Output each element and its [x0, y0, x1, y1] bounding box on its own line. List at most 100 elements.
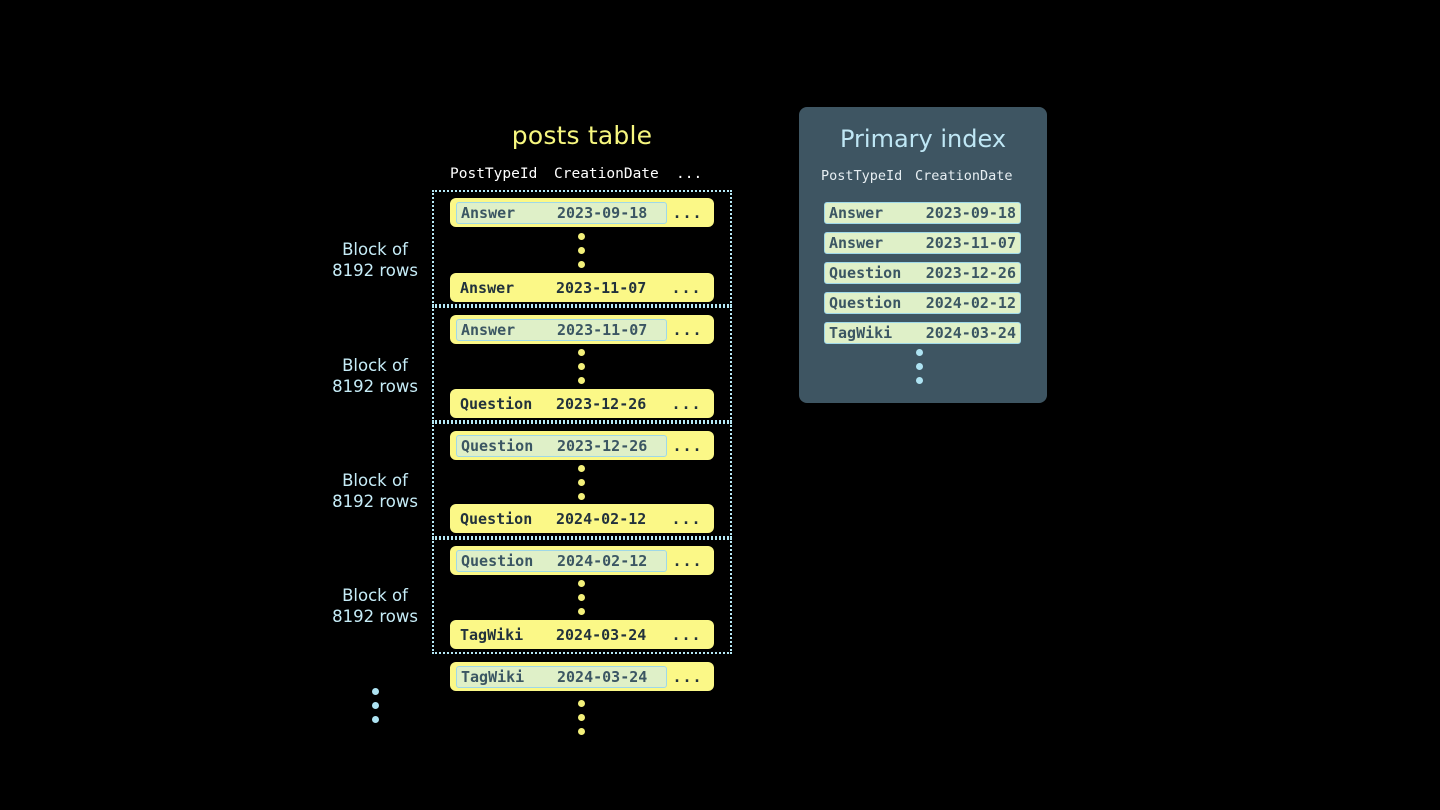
block-label-1: Block of 8192 rows [300, 239, 450, 281]
dot [578, 233, 585, 240]
dot [578, 728, 585, 735]
primary-index-title: Primary index [839, 125, 1007, 153]
dot [578, 594, 585, 601]
cell-more: ... [671, 625, 702, 644]
dot [578, 580, 585, 587]
table-row: Answer 2023-11-07 ... [450, 315, 714, 344]
dot [578, 479, 585, 486]
dot [578, 363, 585, 370]
table-row: Question 2023-12-26 ... [450, 431, 714, 460]
row-cells: Answer 2023-11-07 [456, 318, 667, 341]
row-cells: Answer 2023-09-18 [456, 201, 667, 224]
index-cell-creation-date: 2023-11-07 [925, 234, 1016, 252]
cell-post-type-id: Question [460, 509, 533, 528]
cell-more: ... [672, 436, 703, 455]
cell-creation-date: 2024-03-24 [557, 667, 648, 686]
block-label-line-2: 8192 rows [332, 377, 418, 396]
row-cells: TagWiki 2024-03-24 [456, 624, 665, 646]
dot [372, 702, 379, 709]
cell-more: ... [672, 320, 703, 339]
primary-index-panel: Primary index PostTypeId CreationDate An… [799, 107, 1047, 403]
index-row: TagWiki 2024-03-24 [824, 322, 1021, 344]
row-cells: TagWiki 2024-03-24 [456, 665, 667, 688]
column-header-more: ... [676, 166, 703, 182]
row-cells: Question 2023-12-26 [456, 393, 665, 415]
table-ellipsis-dots [578, 700, 585, 735]
block-label-line-1: Block of [342, 471, 408, 490]
index-column-header-creation-date: CreationDate [915, 168, 1013, 184]
cell-creation-date: 2024-02-12 [556, 509, 647, 528]
index-cell-post-type-id: Answer [829, 234, 884, 252]
block-group-4 [432, 538, 732, 654]
dot [578, 493, 585, 500]
dot [578, 714, 585, 721]
cell-more: ... [672, 203, 703, 222]
dot [916, 363, 923, 370]
dot [916, 349, 923, 356]
block-label-3: Block of 8192 rows [300, 470, 450, 512]
dot [578, 247, 585, 254]
table-row: Question 2023-12-26 ... [450, 389, 714, 418]
cell-more: ... [671, 394, 702, 413]
page-title: posts table [511, 121, 653, 150]
index-cell-creation-date: 2024-03-24 [925, 324, 1016, 342]
table-row: TagWiki 2024-03-24 ... [450, 620, 714, 649]
cell-creation-date: 2023-11-07 [556, 278, 647, 297]
index-cell-creation-date: 2023-12-26 [925, 264, 1016, 282]
row-ellipsis-dots [578, 349, 585, 384]
cell-post-type-id: Answer [460, 278, 515, 297]
cell-post-type-id: Question [461, 551, 534, 570]
row-ellipsis-dots [578, 465, 585, 500]
block-label-2: Block of 8192 rows [300, 355, 450, 397]
block-label-line-1: Block of [342, 240, 408, 259]
block-ellipsis-dots [372, 688, 379, 723]
row-cells: Answer 2023-11-07 [456, 277, 665, 299]
block-label-line-2: 8192 rows [332, 492, 418, 511]
dot [578, 608, 585, 615]
row-ellipsis-dots [578, 580, 585, 615]
cell-more: ... [671, 509, 702, 528]
cell-post-type-id: Answer [461, 203, 516, 222]
block-label-4: Block of 8192 rows [300, 585, 450, 627]
cell-post-type-id: Answer [461, 320, 516, 339]
dot [578, 700, 585, 707]
table-row: TagWiki 2024-03-24 ... [450, 662, 714, 691]
table-row: Answer 2023-11-07 ... [450, 273, 714, 302]
cell-creation-date: 2024-02-12 [557, 551, 648, 570]
row-ellipsis-dots [578, 233, 585, 268]
cell-post-type-id: TagWiki [461, 667, 525, 686]
index-row: Answer 2023-09-18 [824, 202, 1021, 224]
index-cell-post-type-id: TagWiki [829, 324, 893, 342]
cell-creation-date: 2023-12-26 [557, 436, 648, 455]
cell-creation-date: 2024-03-24 [556, 625, 647, 644]
index-cell-post-type-id: Answer [829, 204, 884, 222]
index-row: Question 2024-02-12 [824, 292, 1021, 314]
block-label-line-2: 8192 rows [332, 607, 418, 626]
table-row: Question 2024-02-12 ... [450, 546, 714, 575]
column-header-creation-date: CreationDate [554, 166, 659, 182]
dot [578, 261, 585, 268]
cell-more: ... [672, 667, 703, 686]
dot [372, 688, 379, 695]
cell-creation-date: 2023-12-26 [556, 394, 647, 413]
column-header-post-type-id: PostTypeId [450, 166, 538, 182]
index-row: Question 2023-12-26 [824, 262, 1021, 284]
index-column-header-post-type-id: PostTypeId [821, 168, 903, 184]
cell-post-type-id: Question [461, 436, 534, 455]
cell-post-type-id: TagWiki [460, 625, 524, 644]
block-group-3 [432, 422, 732, 538]
block-group-2 [432, 306, 732, 422]
index-row: Answer 2023-11-07 [824, 232, 1021, 254]
cell-post-type-id: Question [460, 394, 533, 413]
table-row: Answer 2023-09-18 ... [450, 198, 714, 227]
block-label-line-2: 8192 rows [332, 261, 418, 280]
dot [372, 716, 379, 723]
cell-more: ... [671, 278, 702, 297]
index-cell-creation-date: 2023-09-18 [925, 204, 1016, 222]
table-column-headers: PostTypeId CreationDate ... [450, 166, 714, 182]
cell-more: ... [672, 551, 703, 570]
index-cell-post-type-id: Question [829, 264, 902, 282]
dot [578, 465, 585, 472]
dot [578, 349, 585, 356]
block-label-line-1: Block of [342, 586, 408, 605]
